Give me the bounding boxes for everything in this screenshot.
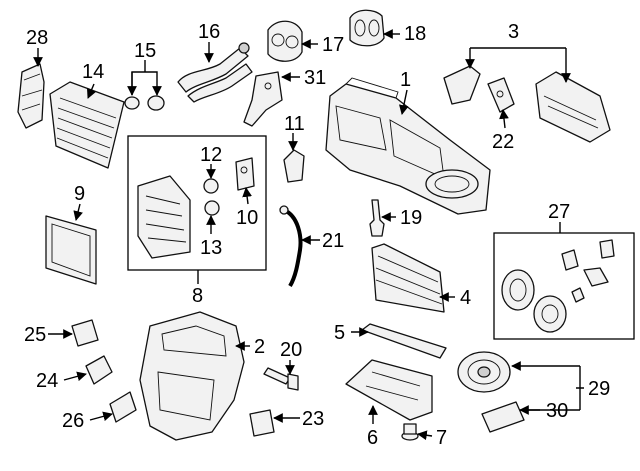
part-25-actuator-motor — [71, 319, 99, 347]
part-14-cabin-filter — [49, 81, 125, 169]
part-18-seal — [349, 9, 385, 47]
callout-26: 26 — [62, 410, 84, 432]
callout-28: 28 — [26, 27, 48, 49]
callout-31: 31 — [304, 67, 326, 89]
callout-5: 5 — [334, 322, 345, 344]
part-6-mounting-plate — [345, 359, 433, 421]
part-22-actuator — [487, 77, 515, 113]
callout-2: 2 — [254, 336, 265, 358]
callout-8: 8 — [192, 285, 203, 307]
callout-6: 6 — [367, 427, 378, 449]
callout-19: 19 — [400, 207, 422, 229]
part-31-bracket — [243, 71, 283, 127]
callout-22: 22 — [492, 131, 514, 153]
part-23-connector — [249, 409, 275, 437]
part-28-side-duct — [17, 63, 45, 129]
callout-12: 12 — [200, 144, 222, 166]
callout-24: 24 — [36, 370, 58, 392]
part-8-evaporator-core — [137, 175, 191, 259]
callout-25: 25 — [24, 324, 46, 346]
part-24-actuator-motor — [85, 355, 113, 385]
part-20-temperature-sensor — [263, 367, 299, 391]
callout-13: 13 — [200, 237, 222, 259]
part-17-gasket — [267, 20, 303, 62]
part-4-pollen-filter — [371, 243, 445, 313]
part-12-o-ring — [203, 178, 219, 194]
part-16-ac-line — [177, 42, 253, 103]
callout-27: 27 — [548, 201, 570, 223]
callout-labels: 28 14 15 16 17 18 31 1 3 22 11 12 10 13 … — [24, 21, 610, 449]
callout-23: 23 — [302, 408, 324, 430]
callout-1: 1 — [400, 69, 411, 91]
evaporator-group-frame — [127, 135, 267, 271]
callout-20: 20 — [280, 339, 302, 361]
callout-3: 3 — [508, 21, 519, 43]
part-9-filter-element — [45, 215, 97, 285]
part-29-blower-motor — [457, 351, 511, 393]
callout-30: 30 — [546, 400, 568, 422]
callout-10: 10 — [236, 207, 258, 229]
callout-7: 7 — [436, 427, 447, 449]
callout-18: 18 — [404, 23, 426, 45]
part-3-vent-parts — [443, 65, 611, 143]
callout-29: 29 — [588, 378, 610, 400]
part-2-heater-box — [139, 311, 245, 441]
callout-21: 21 — [322, 230, 344, 252]
part-21-drain-hose — [279, 205, 303, 288]
part-10-expansion-valve — [235, 157, 255, 191]
callout-16: 16 — [198, 21, 220, 43]
callout-14: 14 — [82, 61, 104, 83]
part-19-sensor — [369, 199, 385, 237]
part-5-seal-strip — [361, 323, 447, 359]
part-15-o-rings — [124, 95, 165, 111]
part-27-blower-motor-parts — [501, 239, 615, 333]
part-30-blower-resistor — [481, 401, 525, 433]
leader-lines — [33, 29, 584, 441]
part-26-actuator-motor — [109, 391, 137, 423]
callout-17: 17 — [322, 34, 344, 56]
part-13-o-ring — [204, 200, 220, 216]
part-7-grommet — [401, 423, 419, 441]
part-1-hvac-housing — [325, 77, 491, 215]
part-11-clip — [283, 149, 305, 183]
callout-15: 15 — [134, 40, 156, 62]
blower-motor-group-frame — [493, 232, 635, 340]
callout-11: 11 — [284, 113, 305, 135]
callout-9: 9 — [74, 183, 85, 205]
callout-4: 4 — [460, 287, 471, 309]
